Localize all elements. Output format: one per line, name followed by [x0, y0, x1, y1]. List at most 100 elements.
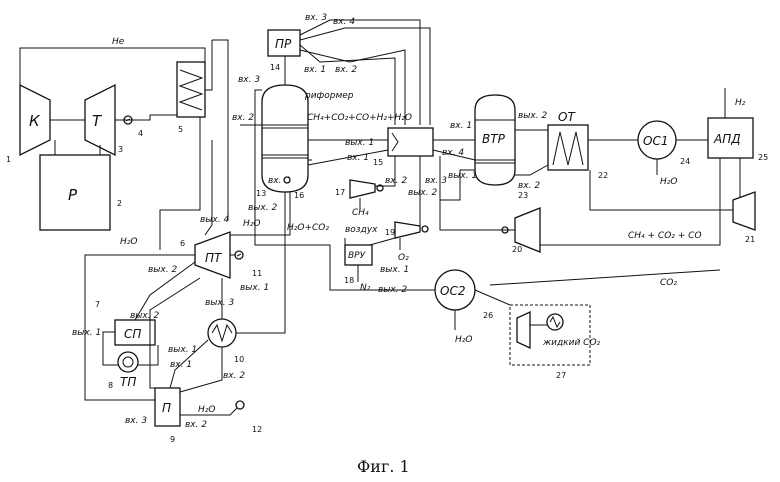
block-27-compressor	[517, 312, 530, 348]
he15-vyx2: вых. 2	[408, 188, 437, 198]
liquid-co2-label: жидкий CO₂	[542, 338, 601, 348]
vtr-vx1: вх. 1	[450, 121, 472, 131]
condenser-sp-label: СП	[124, 327, 141, 341]
pt-vyx2: вых. 2	[148, 265, 177, 275]
makeup-h2o: H₂O	[198, 405, 215, 415]
pt-vyx1: вых. 1	[240, 283, 269, 293]
ref-vx2: вх. 2	[232, 113, 254, 123]
purifier-pr-label: ПР	[275, 37, 292, 51]
vru-o2-line	[370, 238, 395, 245]
number-5: 5	[178, 125, 183, 134]
os1-h2o-label: H₂O	[660, 177, 677, 187]
number-4: 4	[138, 129, 143, 138]
pr-vx2: вх. 2	[335, 65, 357, 75]
pt-h2o: H₂O	[243, 219, 260, 229]
long-top-return-line	[212, 40, 228, 220]
reactor-r-label: Р	[68, 186, 78, 204]
pt-vyx4: вых. 4	[200, 215, 229, 225]
vtr-vyx1: вых. 1	[448, 171, 477, 181]
co2-label: CO₂	[660, 278, 677, 288]
separator-os1-label: ОС1	[643, 134, 668, 148]
separator-os2-label: ОС2	[440, 284, 465, 298]
he-label: He	[112, 37, 125, 47]
number-9: 9	[170, 435, 175, 444]
compressor-19	[395, 222, 420, 238]
ref-vx3: вх. 3	[238, 75, 260, 85]
number-20: 20	[512, 245, 522, 254]
air-separation-unit-label: ВРУ	[348, 251, 366, 261]
number-25: 25	[758, 153, 768, 162]
number-26: 26	[483, 311, 493, 320]
number-22: 22	[598, 171, 608, 180]
number-19: 19	[385, 228, 395, 237]
number-24: 24	[680, 157, 690, 166]
number-15: 15	[373, 158, 383, 167]
compressor-19-motor	[422, 226, 428, 232]
he15-vx3: вх. 3	[425, 176, 447, 186]
compressor-17	[350, 180, 375, 198]
compressor-k-label: К	[29, 112, 41, 130]
sp-vyx1: вых. 1	[72, 328, 101, 338]
vtr-vx2: вх. 2	[518, 181, 540, 191]
pump-tp	[118, 352, 138, 372]
heat-exchanger-15	[388, 128, 433, 156]
figure-caption: Фиг. 1	[357, 457, 410, 476]
number-18: 18	[344, 276, 354, 285]
vru-vyx2: вых. 2	[378, 285, 407, 295]
number-13: 13	[256, 189, 266, 198]
number-23: 23	[518, 191, 528, 200]
number-21: 21	[745, 235, 755, 244]
number-8: 8	[108, 381, 113, 390]
ot-back-line	[515, 165, 548, 175]
number-27: 27	[556, 371, 566, 380]
recycle-gas-label: CH₄ + CO₂ + CO	[628, 231, 702, 241]
vtr-vx4: вх. 4	[442, 148, 464, 158]
co2-to-os2-line	[490, 270, 720, 285]
n2-label: N₂	[360, 283, 371, 293]
number-2: 2	[117, 199, 122, 208]
number-16: 16	[294, 191, 304, 200]
recycle-gas-line	[590, 170, 733, 210]
pump-tp-label: ТП	[120, 375, 136, 389]
number-1: 1	[6, 155, 11, 164]
he5-steam-line	[160, 117, 200, 250]
h2o-co2-label: H₂O+CO₂	[287, 223, 329, 233]
pump-12	[236, 401, 244, 409]
os2-h2o-label: H₂O	[455, 335, 472, 345]
number-11: 11	[252, 269, 262, 278]
he10-vx2: вх. 2	[223, 371, 245, 381]
vru-vyx1: вых. 1	[380, 265, 409, 275]
pr-vx1: вх. 1	[304, 65, 326, 75]
number-12: 12	[252, 425, 262, 434]
pr-vx4: вх. 4	[333, 17, 355, 27]
deaerator-p-label: П	[162, 401, 171, 415]
air-label: воздух	[345, 225, 378, 235]
heat-exchanger-ot-label: ОТ	[558, 110, 576, 124]
vtr-vyx2: вых. 2	[518, 111, 547, 121]
left-h2o-label: H₂O	[120, 237, 137, 247]
sensor-16	[284, 177, 290, 183]
adsorber-apd-label: АПД	[713, 132, 741, 146]
pr-vx3: вх. 3	[305, 13, 327, 23]
number-7: 7	[95, 300, 100, 309]
p-vx3: вх. 3	[125, 416, 147, 426]
ref-vyx2: вых. 2	[248, 203, 277, 213]
number-17: 17	[335, 188, 345, 197]
compressor-21	[733, 192, 755, 230]
ch4-label: CH₄	[352, 208, 369, 218]
sp-vyx2: вых. 2	[130, 311, 159, 321]
he15-vx2: вх. 2	[385, 176, 407, 186]
number-3: 3	[118, 145, 123, 154]
o2-label: O₂	[398, 253, 409, 263]
reformer-label: риформер	[304, 91, 354, 101]
number-6: 6	[180, 239, 185, 248]
reformer-gas-label: CH₄+CO₂+CO+H₂+H₂O	[307, 113, 412, 123]
pr-in-2	[300, 28, 430, 125]
number-10: 10	[234, 355, 244, 364]
h2-label: H₂	[735, 98, 746, 108]
reactor-vtr-label: ВТР	[482, 132, 506, 146]
os2-to-27-line	[475, 290, 510, 305]
number-14: 14	[270, 63, 280, 72]
p-vx2: вх. 2	[185, 420, 207, 430]
